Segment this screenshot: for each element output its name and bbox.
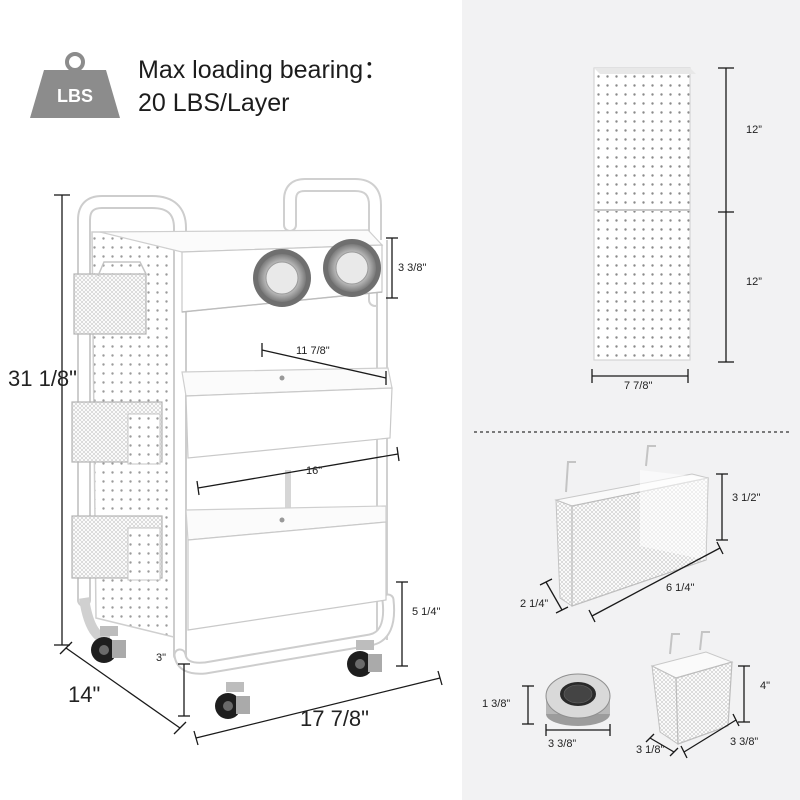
pegboard-dimension-lines: [591, 67, 734, 383]
long-mesh-basket: [554, 445, 709, 607]
small-basket-dimension-lines: [645, 665, 750, 759]
small-basket-width-label: 3 1/8”: [636, 744, 665, 756]
small-basket-height-label: 4": [760, 680, 771, 692]
load-capacity-text: Max loading bearing： 20 LBS/Layer: [138, 54, 388, 120]
tin-height-label: 1 3/8”: [482, 698, 511, 710]
rolling-cart: [71, 178, 396, 719]
weight-icon: LBS: [30, 50, 120, 120]
long-basket-height-label: 3 1/2": [732, 492, 761, 504]
long-basket-dimension-lines: [539, 473, 728, 623]
tin-dimension-lines: [522, 685, 611, 736]
weight-badge-label: LBS: [57, 86, 93, 106]
small-mesh-basket: [650, 631, 734, 745]
magnetic-tin-left: [253, 249, 311, 307]
caster-wheel-front-center: [215, 682, 250, 719]
hanging-basket-bottom: [71, 515, 163, 581]
tin-diameter-label: 3 3/8”: [548, 738, 577, 750]
cart-depth-label: 14": [68, 682, 101, 707]
top-basket-height-label: 3 3/8": [398, 262, 427, 274]
magnetic-tin-right: [323, 239, 381, 297]
cart-height-label: 31 1/8": [8, 366, 77, 391]
small-basket-depth-label: 3 3/8”: [730, 736, 759, 748]
wheel-height-label: 3": [156, 652, 167, 664]
cart-dimension-lines: [54, 194, 443, 746]
load-capacity-value: 20 LBS/Layer: [138, 89, 290, 117]
caster-wheel-front-left: [91, 626, 126, 663]
hanging-basket-top: [73, 261, 147, 335]
caster-wheel-back-right: [347, 640, 382, 677]
middle-basket-width-label: 16": [306, 465, 323, 477]
hanging-basket-middle: [71, 401, 163, 465]
pegboard-width-label: 7 7/8": [624, 380, 653, 392]
top-basket-width-label: 11 7/8": [296, 345, 330, 357]
bottom-basket-height-label: 5 1/4": [412, 606, 441, 618]
long-basket-length-label: 6 1/4": [666, 582, 695, 594]
long-basket-depth-label: 2 1/4”: [520, 598, 549, 610]
load-capacity-title: Max loading bearing：: [138, 56, 389, 84]
cart-width-label: 17 7/8": [300, 706, 369, 731]
magnetic-tin: [545, 673, 611, 726]
pegboard-pair: [593, 67, 696, 361]
pegboard-lower-height-label: 12”: [746, 276, 762, 288]
pegboard-upper-height-label: 12”: [746, 124, 762, 136]
